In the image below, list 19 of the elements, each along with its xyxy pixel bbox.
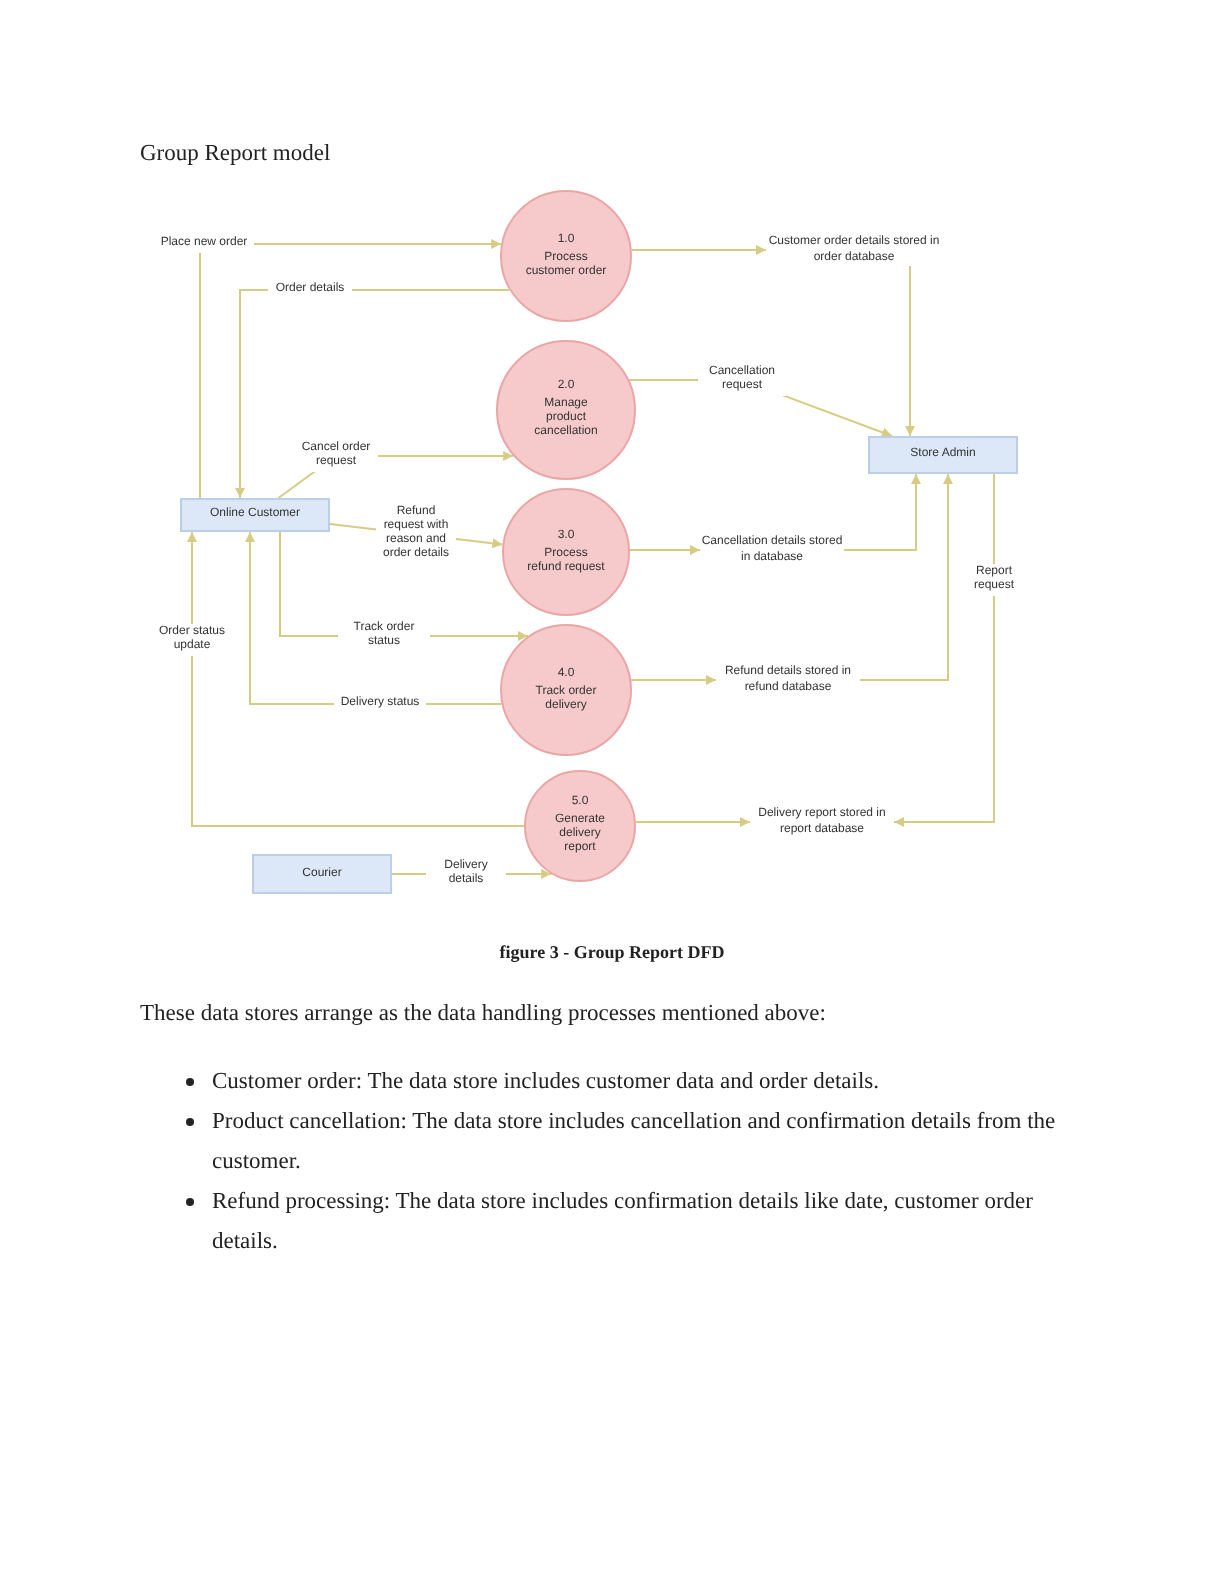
arrow <box>630 675 717 685</box>
bullet-text: Customer order: The data store includes customer data and order details. <box>212 1068 881 1098</box>
figure-caption: figure 3 - Group Report DFD <box>499 940 725 964</box>
diagram-title: Group Report model <box>140 140 331 168</box>
bullet-text: Product cancellation: The data store includes cancellation and confirmation details from the customer. <box>212 1108 1058 1178</box>
external-entity-box <box>180 498 330 532</box>
arrow <box>187 531 525 827</box>
arrow <box>859 473 953 681</box>
paragraph: These data stores arrange as the data handling processes mentioned above: <box>140 1000 828 1030</box>
arrow <box>905 265 915 437</box>
external-entity-box <box>868 436 1018 474</box>
arrow <box>629 545 701 555</box>
arrow <box>630 245 767 255</box>
external-entity-box <box>252 854 392 894</box>
bullet-text: Refund processing: The data store includes confirmation details like date, customer order details. <box>212 1188 1035 1258</box>
arrow <box>634 817 751 827</box>
arrow <box>199 239 503 499</box>
arrow <box>843 473 921 551</box>
arrow <box>893 473 995 827</box>
